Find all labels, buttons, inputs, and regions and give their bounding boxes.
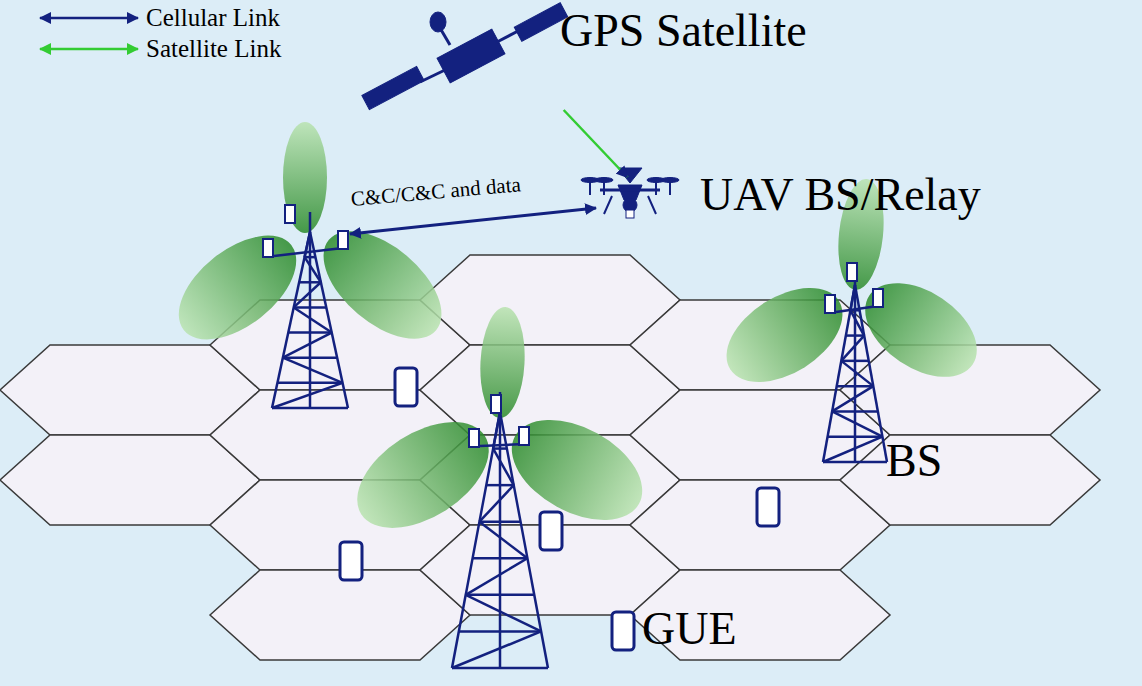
ground-user-phone [757,488,779,526]
legend-text: Cellular Link [146,4,280,32]
hex-cell [210,570,470,660]
antenna-beam-lobe [160,215,315,360]
antenna-panel [338,231,348,249]
legend-text: Satellite Link [146,35,281,63]
hex-cell [840,435,1100,525]
bs-label: BS [886,436,942,487]
cellular-link-line [350,208,596,234]
antenna-beam-lobe [283,122,327,233]
antenna-panel [285,205,295,223]
base-station-tower [160,122,460,408]
hex-cell [630,480,890,570]
antenna-panel [873,289,883,307]
ground-user-phone [340,542,362,580]
node-title: UAV BS/Relay [700,170,981,221]
gps-satellite-icon [362,3,568,110]
satellite-node: GPS Satellite [360,4,813,110]
uav-node: UAV BS/Relay [582,160,1038,230]
antenna-beam-lobe [304,211,460,359]
hex-cell [0,435,260,525]
ground-user-phone [612,612,634,650]
gue-label: GUE [642,604,737,655]
node-title: GPS Satellite [560,6,807,57]
hex-cell [630,570,890,660]
antenna-panel [847,263,857,281]
legend-arrow-sample [40,48,138,51]
antenna-panel [469,429,479,447]
lattice-mast [452,392,548,668]
antenna-panel [825,295,835,313]
uav-icon [581,168,679,218]
satellite-link-arrow [564,110,628,178]
hex-cell [0,345,260,435]
hex-cell [630,390,890,480]
link-label: C&C/C&C and data [350,173,522,211]
antenna-beam-lobe [848,264,993,396]
ground-user-phone [395,368,417,406]
antenna-beam-lobe [478,306,528,419]
antenna-beam-lobe [339,400,508,549]
antenna-panel [263,239,273,257]
lattice-mast [823,265,887,462]
antenna-panel [519,427,529,445]
hex-cell [420,255,680,345]
legend-samples [40,18,138,49]
hex-cell-grid [0,255,1100,660]
lattice-mast [272,212,348,408]
legend-arrow-sample [40,17,138,20]
ground-user-phone [540,512,562,550]
base-station-tower [339,306,659,668]
antenna-panel [491,395,501,413]
